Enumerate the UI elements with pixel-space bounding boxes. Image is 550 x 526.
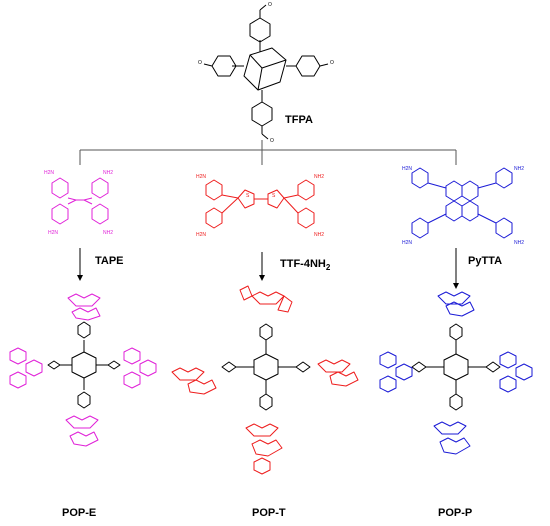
pytta-nh2-3: H2N bbox=[402, 240, 412, 246]
tfpa-label: TFPA bbox=[285, 114, 313, 126]
pytta-nh2-2: NH2 bbox=[514, 166, 524, 172]
ttf-nh2-3: H2N bbox=[196, 232, 206, 238]
pop-e-label: POP-E bbox=[62, 507, 96, 519]
pytta-nh2-4: NH2 bbox=[514, 240, 524, 246]
pop-t-structure bbox=[171, 285, 359, 475]
pop-e-structure bbox=[9, 293, 157, 447]
ttf-structure bbox=[205, 179, 315, 229]
tfpa-aldehyde-o-top: O bbox=[268, 2, 272, 8]
ttf-label: TTF-4NH2 bbox=[280, 258, 331, 272]
tfpa-aldehyde-o-left: O bbox=[198, 60, 202, 66]
pytta-nh2-1: H2N bbox=[402, 166, 412, 172]
ttf-nh2-4: NH2 bbox=[314, 232, 324, 238]
tape-nh2-4: NH2 bbox=[103, 230, 113, 236]
pop-p-structure bbox=[379, 291, 533, 455]
tape-nh2-2: NH2 bbox=[103, 170, 113, 176]
tfpa-aldehyde-o-bottom: O bbox=[270, 138, 274, 144]
tape-label: TAPE bbox=[95, 255, 124, 267]
branch-connector bbox=[79, 140, 457, 165]
tape-nh2-1: H2N bbox=[44, 170, 54, 176]
tfpa-structure bbox=[203, 4, 329, 140]
ttf-sulfur-2: S bbox=[272, 193, 276, 199]
tfpa-aldehyde-o-right: O bbox=[330, 60, 334, 66]
pytta-structure bbox=[411, 167, 513, 239]
ttf-sulfur-1: S bbox=[246, 193, 250, 199]
tape-nh2-3: H2N bbox=[48, 230, 58, 236]
pop-t-label: POP-T bbox=[252, 507, 286, 519]
pytta-label: PyTTA bbox=[468, 255, 502, 267]
tape-structure bbox=[51, 177, 109, 225]
ttf-nh2-2: NH2 bbox=[314, 174, 324, 180]
pop-p-label: POP-P bbox=[438, 507, 472, 519]
ttf-nh2-1: H2N bbox=[196, 174, 206, 180]
